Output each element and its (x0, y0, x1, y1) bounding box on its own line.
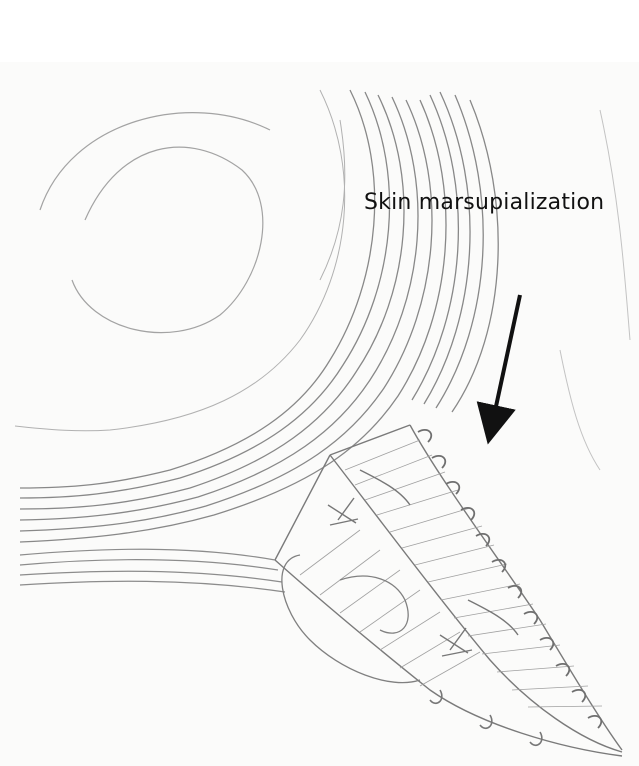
lower-wall-layers (20, 549, 285, 592)
arrow-down-left-icon (492, 295, 520, 425)
sutures (418, 430, 601, 728)
flap-hatching (300, 440, 602, 707)
lower-sutures (430, 690, 542, 745)
orbit-outline (40, 113, 270, 333)
tissue-loop (282, 555, 420, 683)
annotation-label: Skin marsupialization (364, 190, 604, 215)
right-guides (560, 110, 630, 470)
cyst-wall-layers (20, 90, 498, 542)
inner-contours (15, 90, 345, 431)
